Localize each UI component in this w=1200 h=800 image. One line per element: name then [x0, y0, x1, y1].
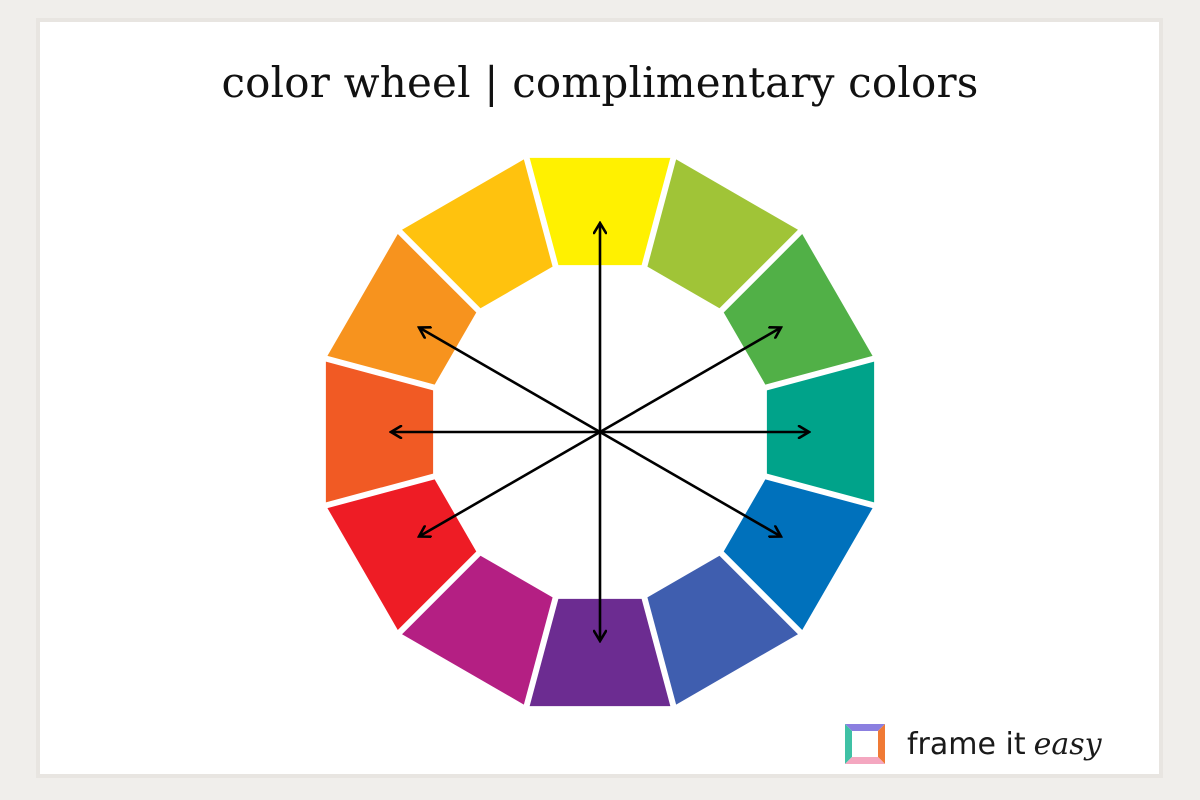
logo-name: frame it	[907, 726, 1026, 762]
segment-blue-green	[766, 361, 875, 503]
wheel-segments	[325, 157, 875, 707]
page-title: color wheel | complimentary colors	[221, 58, 979, 107]
segment-red	[327, 479, 477, 630]
segment-yellow-green	[647, 159, 798, 309]
arrow-to-blue	[599, 430, 780, 536]
arrow-to-orange	[420, 328, 601, 434]
complementary-arrows	[392, 224, 808, 640]
segment-green	[723, 234, 873, 385]
segment-orange	[327, 234, 477, 385]
arrow-to-green	[599, 328, 780, 434]
segment-blue-violet	[647, 555, 798, 705]
segment-red-orange	[325, 361, 434, 503]
segment-blue	[723, 479, 873, 630]
frame-logo-icon	[845, 724, 885, 764]
logo-accent: easy	[1033, 726, 1102, 762]
segment-yellow-orange	[402, 159, 553, 309]
segment-yellow	[529, 157, 671, 266]
segment-violet	[529, 598, 671, 707]
arrow-to-red	[420, 430, 601, 536]
segment-red-violet	[402, 555, 553, 705]
